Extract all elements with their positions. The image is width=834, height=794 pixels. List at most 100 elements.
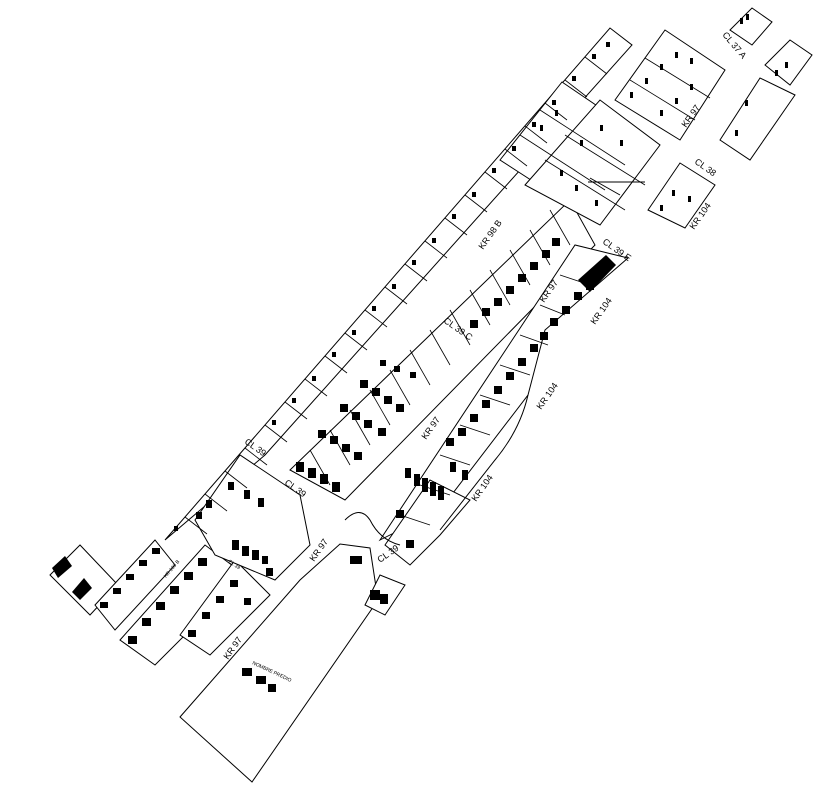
building (100, 602, 108, 608)
building (470, 414, 478, 422)
building (550, 318, 558, 326)
building (432, 238, 436, 243)
street-edge-cl39 (344, 512, 401, 546)
building (72, 578, 92, 600)
building-row-large (578, 255, 616, 292)
building (532, 122, 536, 127)
building (672, 190, 675, 196)
building (396, 404, 404, 412)
building (352, 412, 360, 420)
building (152, 548, 160, 554)
building (52, 556, 72, 578)
building (735, 130, 738, 136)
building (196, 512, 202, 519)
building (572, 76, 576, 81)
building (745, 100, 748, 106)
building (492, 168, 496, 173)
block-kr104-ne (647, 162, 716, 229)
building (318, 430, 326, 438)
label-kr98b: KR 98 B (476, 218, 503, 251)
building (228, 482, 234, 490)
building (422, 478, 428, 492)
block-left-4 (179, 559, 271, 656)
building (170, 586, 179, 594)
building (292, 398, 296, 403)
building (266, 568, 273, 576)
building (675, 52, 678, 58)
building (364, 420, 372, 428)
building (242, 546, 249, 556)
building (372, 306, 376, 311)
block-right-mid (719, 77, 796, 161)
building (660, 205, 663, 211)
building (530, 262, 538, 270)
building (785, 62, 788, 68)
label-kr104-a: KR 104 (588, 296, 613, 326)
building (188, 630, 196, 637)
building (406, 540, 414, 548)
building (232, 540, 239, 550)
building (256, 676, 266, 684)
building (690, 84, 693, 90)
building (360, 380, 368, 388)
building (332, 482, 340, 492)
building (452, 214, 456, 219)
building (384, 396, 392, 404)
building (352, 330, 356, 335)
building (688, 196, 691, 202)
building (518, 358, 526, 366)
building (394, 366, 400, 372)
building (332, 352, 336, 357)
building (595, 200, 598, 206)
building (470, 320, 478, 328)
building (660, 110, 663, 116)
building (580, 140, 583, 146)
building (746, 14, 749, 20)
street-edge-kr104 (439, 394, 529, 531)
building (512, 146, 516, 151)
building (414, 474, 420, 486)
block-top-right-2 (764, 39, 813, 86)
building (450, 462, 456, 472)
building (396, 510, 404, 518)
building (530, 344, 538, 352)
building (606, 42, 610, 47)
block-cl39-junction (194, 454, 311, 581)
building (560, 170, 563, 176)
building (258, 498, 264, 507)
building (410, 372, 416, 378)
building (552, 100, 556, 105)
road-lines (344, 177, 645, 546)
building (156, 602, 165, 610)
building (575, 185, 578, 191)
street-cl38-b (589, 177, 621, 196)
large-parcel (179, 543, 379, 783)
buildings (52, 14, 788, 692)
block-ne-lower (524, 99, 661, 226)
building (268, 684, 276, 692)
building (430, 482, 436, 496)
building (675, 98, 678, 104)
lot-dividers (184, 56, 711, 535)
building (340, 404, 348, 412)
building (184, 572, 193, 580)
building (354, 452, 362, 460)
building (574, 292, 582, 300)
building (372, 388, 380, 396)
building (472, 192, 476, 197)
building (506, 286, 514, 294)
building (312, 376, 316, 381)
building (320, 474, 328, 484)
building (620, 140, 623, 146)
building (350, 556, 362, 564)
building (555, 110, 558, 116)
block-ne-1 (614, 29, 726, 141)
building (740, 18, 743, 24)
building (412, 260, 416, 265)
building (139, 560, 147, 566)
building (252, 550, 259, 560)
building (542, 250, 550, 258)
building (342, 444, 350, 452)
building (206, 500, 212, 508)
